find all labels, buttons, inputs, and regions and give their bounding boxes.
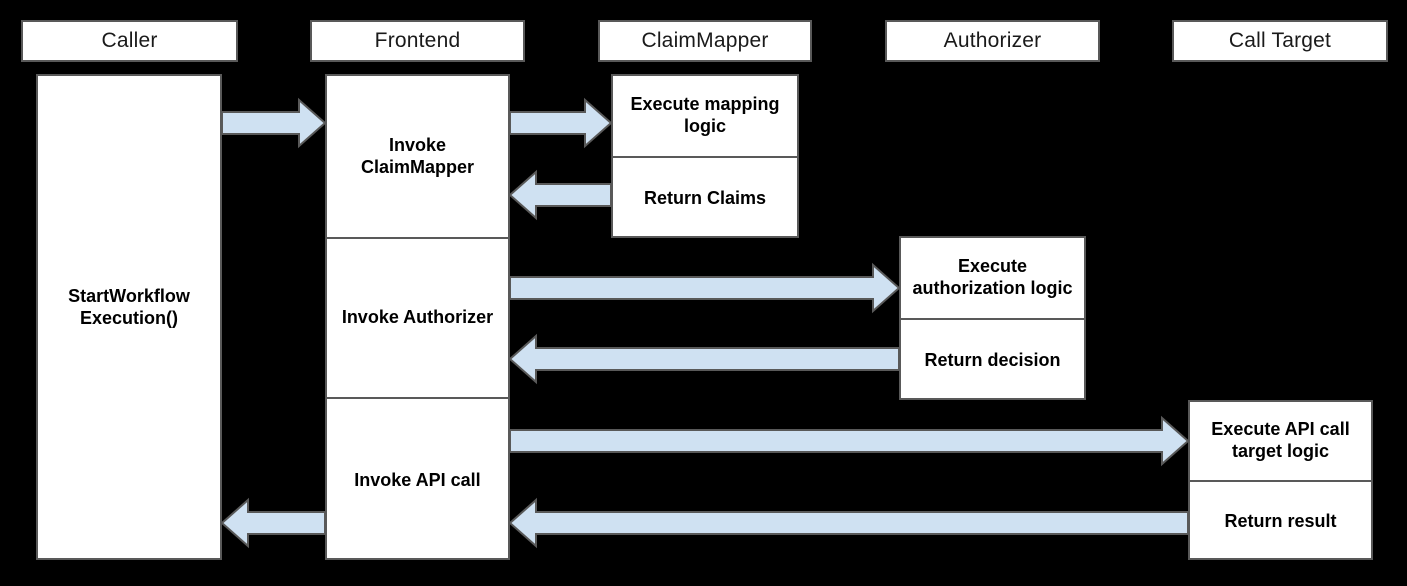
activation-caller-0: StartWorkflow Execution(): [68, 286, 190, 328]
activation-calltarget-1: Return result: [1224, 511, 1337, 532]
arrow-caller-to-frontend: [221, 97, 327, 149]
activation-frontend-2: Invoke API call: [354, 469, 481, 490]
arrow-frontend-to-caller: [220, 497, 326, 549]
activation-calltarget-0: Execute API call target logic: [1190, 402, 1371, 482]
lifeline-caller: StartWorkflow Execution(): [36, 74, 222, 560]
lane-header-frontend: Frontend: [310, 20, 525, 62]
activation-frontend-1: Invoke Authorizer: [327, 239, 508, 399]
arrow-frontend-to-calltarget: [509, 415, 1190, 467]
activation-claimmapper-1: Return Claims: [643, 188, 767, 209]
lane-header-caller: Caller: [21, 20, 238, 62]
activation-authorizer-1: Return decision: [924, 350, 1061, 371]
lane-header-claimmapper: ClaimMapper: [598, 20, 812, 62]
arrow-claimmapper-to-frontend: [508, 169, 612, 221]
arrow-calltarget-to-frontend: [508, 497, 1189, 549]
activation-claimmapper-0: Execute mapping logic: [613, 76, 797, 158]
activation-authorizer-0: Execute authorization logic: [901, 238, 1084, 320]
arrow-frontend-to-authorizer: [509, 262, 901, 314]
activation-frontend-0: Invoke ClaimMapper: [327, 76, 508, 239]
arrow-authorizer-to-frontend: [508, 333, 900, 385]
arrow-frontend-to-claimmapper: [509, 97, 613, 149]
lane-header-authorizer: Authorizer: [885, 20, 1100, 62]
lane-header-calltarget: Call Target: [1172, 20, 1388, 62]
